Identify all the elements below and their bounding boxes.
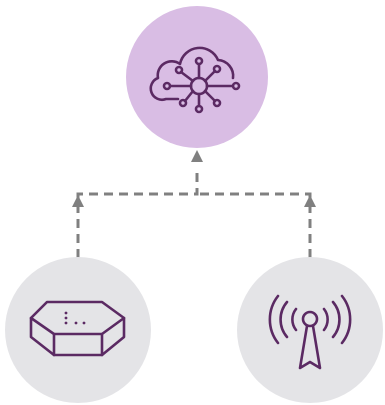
gateway-node-circle [5, 257, 151, 403]
connectors [76, 168, 312, 258]
cloud-node [126, 6, 268, 148]
arrowhead-antenna-branch [304, 195, 316, 207]
antenna-node [237, 257, 383, 403]
arrowhead-gateway-branch [72, 195, 84, 207]
cloud-network-icon [149, 46, 241, 114]
connector-gateway-cloud [76, 168, 199, 258]
arrowheads [72, 150, 316, 207]
arrowhead-cloud [191, 150, 203, 162]
device-led-dots [64, 311, 86, 325]
radio-antenna-icon [268, 294, 352, 370]
antenna-node-circle [237, 257, 383, 403]
connector-antenna-cloud [197, 192, 312, 258]
gateway-node [5, 257, 151, 403]
hexagon-device-icon [29, 300, 126, 357]
